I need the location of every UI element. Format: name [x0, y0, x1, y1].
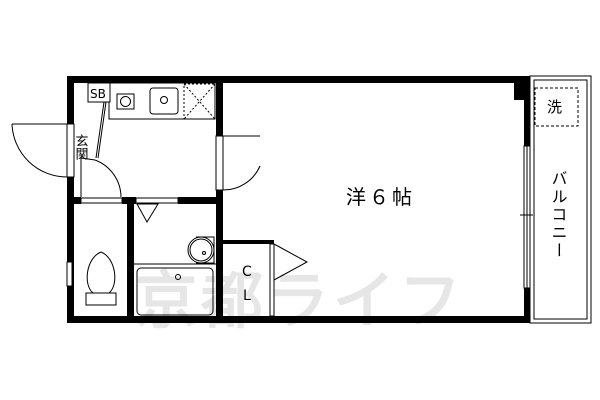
shoe-box: SB	[87, 82, 111, 159]
main-room-label: 洋６帖	[346, 185, 415, 209]
toilet-icon	[85, 251, 117, 306]
svg-text:洗: 洗	[547, 98, 562, 116]
watermark: 京都ライフ	[135, 264, 465, 337]
wall-openings	[66, 123, 531, 317]
stove-icon	[116, 93, 135, 110]
closet-door-icon	[273, 243, 309, 281]
entrance-label: 玄関	[73, 134, 89, 161]
main-room-door[interactable]	[222, 135, 261, 191]
kitchen-counter	[108, 82, 216, 120]
closet-label: C L	[242, 264, 252, 304]
entrance-door[interactable]	[11, 123, 68, 178]
svg-text:C: C	[242, 264, 252, 280]
bathtub-icon	[136, 267, 214, 316]
washbasin-icon	[187, 236, 215, 264]
bath-door-icon	[136, 203, 159, 223]
svg-text:SB: SB	[90, 87, 106, 101]
fridge-space	[183, 83, 216, 120]
inner-entrance-door[interactable]	[80, 157, 122, 198]
sink-icon	[149, 87, 179, 115]
balcony	[520, 75, 592, 324]
outer-walls	[67, 76, 530, 323]
svg-text:玄関: 玄関	[73, 134, 89, 161]
interior-walls	[67, 76, 274, 323]
balcony-label: バルコニー	[549, 170, 568, 260]
svg-text:L: L	[243, 288, 251, 304]
washer-space: 洗	[534, 87, 579, 127]
